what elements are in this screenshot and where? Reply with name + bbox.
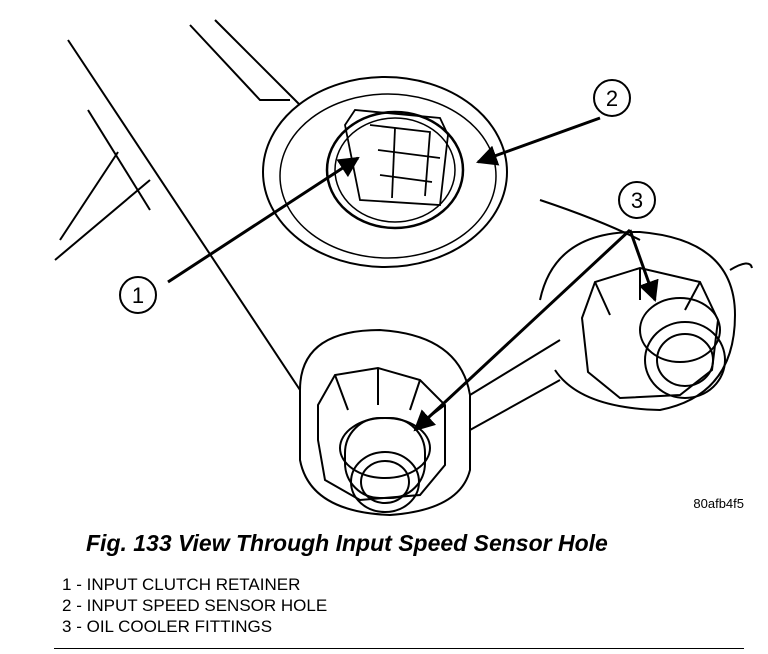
legend-item: 1 - INPUT CLUTCH RETAINER xyxy=(62,574,327,595)
legend-separator: - xyxy=(76,617,82,636)
legend-label: INPUT SPEED SENSOR HOLE xyxy=(86,596,328,615)
callout-1: 1 xyxy=(119,276,157,314)
callout-2-number: 2 xyxy=(606,86,618,111)
callout-3-number: 3 xyxy=(631,188,643,213)
case-outline xyxy=(54,19,753,391)
leader-line-3a xyxy=(628,229,659,302)
legend-number: 1 xyxy=(62,575,72,594)
reference-code: 80afb4f5 xyxy=(693,496,744,511)
leader-line-1 xyxy=(167,156,360,284)
callout-1-number: 1 xyxy=(132,283,144,308)
transmission-illustration: 1 2 3 xyxy=(54,19,753,517)
legend-number: 3 xyxy=(62,617,72,636)
sensor-hole-boss xyxy=(262,76,508,268)
legend-label: INPUT CLUTCH RETAINER xyxy=(86,575,301,594)
callout-2: 2 xyxy=(593,79,631,117)
leader-line-2 xyxy=(476,116,601,166)
legend-separator: - xyxy=(76,596,82,615)
legend-separator: - xyxy=(76,575,82,594)
leader-line-3b xyxy=(413,228,632,432)
legend: 1 - INPUT CLUTCH RETAINER 2 - INPUT SPEE… xyxy=(62,574,327,637)
bottom-rule xyxy=(54,648,744,649)
oil-cooler-fitting-upper xyxy=(469,230,737,431)
input-clutch-retainer xyxy=(344,109,449,206)
legend-number: 2 xyxy=(62,596,72,615)
legend-item: 3 - OIL COOLER FITTINGS xyxy=(62,616,327,637)
legend-label: OIL COOLER FITTINGS xyxy=(86,617,273,636)
oil-cooler-fitting-lower xyxy=(299,328,471,517)
legend-item: 2 - INPUT SPEED SENSOR HOLE xyxy=(62,595,327,616)
callout-3: 3 xyxy=(618,181,656,219)
figure-caption: Fig. 133 View Through Input Speed Sensor… xyxy=(86,530,608,556)
